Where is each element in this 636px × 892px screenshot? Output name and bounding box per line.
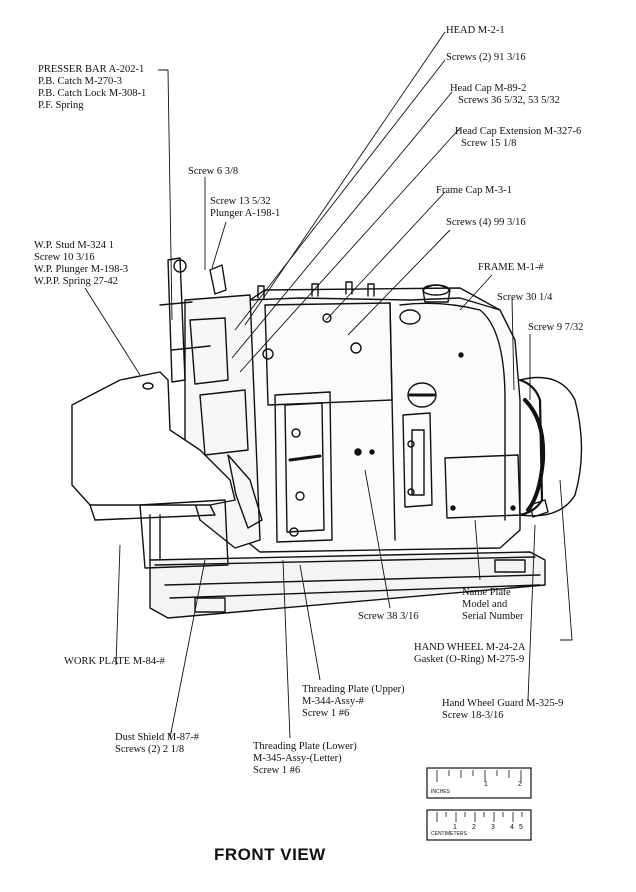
leader-lines (84, 31, 573, 739)
label-line: Screw 10 3/16 (34, 252, 95, 263)
ruler-cm-num-3: 3 (491, 824, 495, 831)
label-line: Serial Number (462, 611, 524, 622)
dust-shield (139, 499, 229, 569)
ruler-cm-num-5: 5 (519, 824, 523, 831)
label-line: Screws 36 5/32, 53 5/32 (458, 95, 560, 106)
label-hand-wheel-guard: Hand Wheel Guard M-325-9 Screw 18-3/16 (442, 698, 563, 722)
label-hand-wheel: HAND WHEEL M-24-2A Gasket (O-Ring) M-275… (414, 642, 525, 666)
label-line: Head Cap Extension M-327-6 (455, 126, 582, 137)
needle-window (402, 412, 433, 508)
ruler-inch-caption: INCHES (431, 789, 450, 795)
label-line: W.P. Stud M-324 1 (34, 240, 114, 251)
label-line: Hand Wheel Guard M-325-9 (442, 698, 564, 709)
label-wp-stud: W.P. Stud M-324 1 Screw 10 3/16 W.P. Plu… (34, 240, 128, 288)
label-name-plate: Name Plate Model and Serial Number (462, 587, 524, 623)
label-dust-shield: Dust Shield M-87-# Screws (2) 2 1/8 (115, 732, 199, 756)
label-line: Threading Plate (Upper) (302, 684, 405, 695)
label-line: Head Cap M-89-2 (450, 83, 527, 94)
label-threading-plate-lower: Threading Plate (Lower) M-345-Assy-(Lett… (253, 741, 357, 777)
label-head-cap-extension: Head Cap Extension M-327-6 Screw 15 1/8 (455, 126, 581, 150)
label-line: Plunger A-198-1 (210, 208, 281, 219)
label-line: Screws (2) 2 1/8 (115, 744, 185, 755)
label-screw-30: Screw 30 1/4 (497, 292, 552, 304)
label-line: M-345-Assy-(Letter) (253, 753, 342, 764)
work-plate (71, 371, 236, 506)
label-frame-cap: Frame Cap M-3-1 (436, 185, 512, 197)
base-top-edge (154, 556, 536, 566)
label-line: PRESSER BAR A-202-1 (38, 64, 145, 75)
ruler-inch-num-2: 2 (518, 781, 522, 788)
label-line: W.P.P. Spring 27-42 (34, 276, 118, 287)
base-foot-right (494, 559, 526, 573)
label-line: Dust Shield M-87-# (115, 732, 199, 743)
label-line: Screw 18-3/16 (442, 710, 504, 721)
ruler-cm-num-1: 1 (453, 824, 457, 831)
label-line: Screw 30 1/4 (497, 292, 553, 303)
round-cover (407, 382, 437, 408)
label-line: Screw 15 1/8 (461, 138, 517, 149)
label-line: HEAD M-2-1 (446, 25, 505, 36)
hand-wheel-guard (523, 398, 546, 512)
label-line: P.B. Catch Lock M-308-1 (38, 88, 147, 99)
label-screw-13: Screw 13 5/32 Plunger A-198-1 (210, 196, 280, 220)
label-line: FRAME M-1-# (478, 262, 544, 273)
label-work-plate: WORK PLATE M-84-# (64, 656, 165, 668)
label-line: Screw 13 5/32 (210, 196, 271, 207)
label-screw-6: Screw 6 3/8 (188, 166, 238, 178)
label-frame: FRAME M-1-# (478, 262, 544, 274)
label-line: Screw 6 3/8 (188, 166, 239, 177)
label-line: Screw 1 #6 (302, 708, 350, 719)
frame-body (244, 297, 521, 553)
label-line: WORK PLATE M-84-# (64, 656, 165, 667)
page-title: FRONT VIEW (214, 845, 326, 864)
label-line: Model and (462, 599, 508, 610)
label-line: HAND WHEEL M-24-2A (414, 642, 526, 653)
ruler-cm-num-2: 2 (472, 824, 476, 831)
label-threading-plate-upper: Threading Plate (Upper) M-344-Assy-# Scr… (302, 684, 405, 720)
presser-bar (167, 257, 186, 383)
ruler-centimeters (426, 809, 532, 841)
label-line: Threading Plate (Lower) (253, 741, 357, 752)
label-line: Gasket (O-Ring) M-275-9 (414, 654, 525, 665)
label-line: Screw 1 #6 (253, 765, 301, 776)
label-frame-cap-screws: Screws (4) 99 3/16 (446, 217, 526, 229)
hand-wheel (519, 376, 583, 517)
label-line: Frame Cap M-3-1 (436, 185, 512, 196)
label-line: Screw 9 7/32 (528, 322, 584, 333)
label-head-cap: Head Cap M-89-2 Screws 36 5/32, 53 5/32 (450, 83, 560, 107)
ruler-cm-caption: CENTIMETERS (431, 831, 467, 837)
label-line: Screw 38 3/16 (358, 611, 419, 622)
label-line: Screws (2) 91 3/16 (446, 52, 526, 63)
ruler-cm-num-4: 4 (510, 824, 514, 831)
label-head-screws: Screws (2) 91 3/16 (446, 52, 526, 64)
label-line: Screws (4) 99 3/16 (446, 217, 526, 228)
base-outline (149, 551, 546, 619)
base-foot-left (194, 597, 226, 613)
head (184, 294, 261, 549)
label-head: HEAD M-2-1 (446, 25, 505, 37)
threading-plate (274, 391, 333, 543)
ruler-inches (426, 767, 532, 799)
label-screw-38: Screw 38 3/16 (358, 611, 419, 623)
ruler-inch-num-1: 1 (484, 781, 488, 788)
label-screw-9: Screw 9 7/32 (528, 322, 583, 334)
label-presser-bar: PRESSER BAR A-202-1 P.B. Catch M-270-3 P… (38, 64, 146, 112)
label-line: P.B. Catch M-270-3 (38, 76, 122, 87)
label-line: M-344-Assy-# (302, 696, 364, 707)
label-line: Name Plate (462, 587, 511, 598)
label-line: W.P. Plunger M-198-3 (34, 264, 129, 275)
label-line: P.F. Spring (38, 100, 84, 111)
